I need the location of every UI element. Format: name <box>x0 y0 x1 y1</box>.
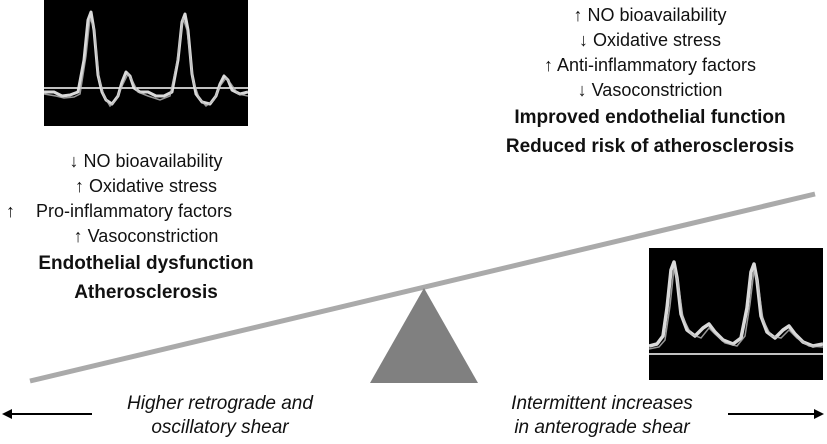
right-doppler-waveform <box>649 248 823 380</box>
up-arrow-icon: ↑ <box>573 5 583 25</box>
down-arrow-icon: ↓ <box>69 151 79 171</box>
down-arrow-icon: ↓ <box>578 30 588 50</box>
right-effect-vasoconstriction: ↓ Vasoconstriction <box>577 80 723 100</box>
left-outcome-dysfunction: Endothelial dysfunction <box>38 253 254 274</box>
left-effect-no: ↓ NO bioavailability <box>69 151 223 171</box>
right-effect-inflammatory: ↑ Anti-inflammatory factors <box>543 55 757 75</box>
seesaw-beam <box>29 191 816 384</box>
left-effect-oxidative: ↑ Oxidative stress <box>74 176 218 196</box>
seesaw-fulcrum <box>370 288 478 383</box>
left-shear-caption: Higher retrograde and oscillatory shear <box>127 393 313 438</box>
right-effect-oxidative: ↓ Oxidative stress <box>578 30 722 50</box>
up-arrow-icon: ↑ <box>74 176 84 196</box>
right-effect-no: ↑ NO bioavailability <box>573 5 727 25</box>
left-waveform-graphic <box>44 10 248 108</box>
left-outcome-atherosclerosis: Atherosclerosis <box>74 282 218 303</box>
left-doppler-waveform <box>44 0 248 126</box>
left-effects-list: ↓ NO bioavailability ↑ Oxidative stress … <box>0 149 292 307</box>
right-outcome-improved: Improved endothelial function <box>514 107 786 128</box>
right-outcome-reduced-risk: Reduced risk of atherosclerosis <box>505 136 795 157</box>
up-arrow-icon: ↑ <box>6 201 15 221</box>
right-shear-caption: Intermittent increases in anterograde sh… <box>511 393 693 438</box>
up-arrow-icon: ↑ <box>543 55 553 75</box>
right-effects-list: ↑ NO bioavailability ↓ Oxidative stress … <box>470 3 827 161</box>
left-effect-vasoconstriction: ↑ Vasoconstriction <box>73 226 219 246</box>
down-arrow-icon: ↓ <box>577 80 587 100</box>
right-waveform-graphic <box>649 260 823 355</box>
up-arrow-icon: ↑ <box>73 226 83 246</box>
left-effect-inflammatory: ↑ Pro-inflammatory factors <box>6 201 233 221</box>
